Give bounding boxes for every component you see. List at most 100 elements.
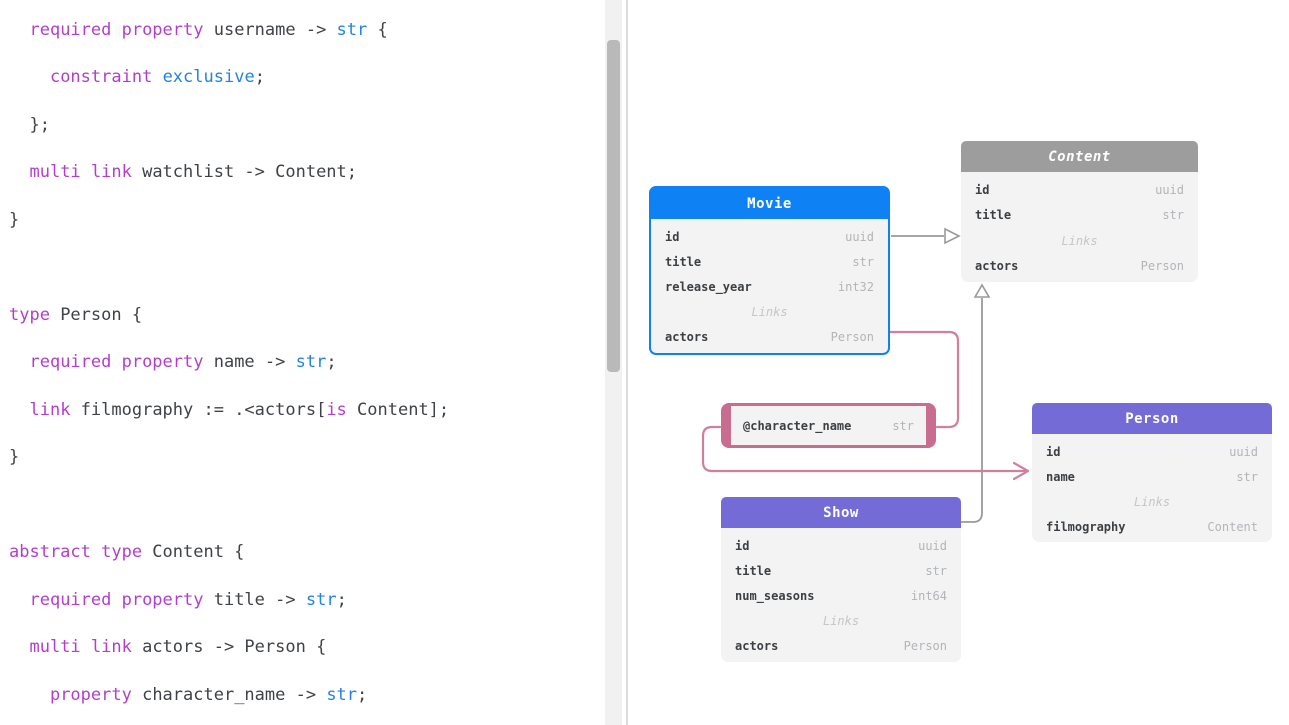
property-name: actors xyxy=(975,259,1019,274)
property-type: Person xyxy=(903,639,947,654)
code-type: str xyxy=(295,352,327,373)
code-text xyxy=(9,67,50,87)
annotation-box-character-name[interactable]: @character_name str xyxy=(721,403,936,448)
property-name: release_year xyxy=(665,280,752,294)
property-row: id uuid xyxy=(721,533,961,558)
property-type: Person xyxy=(830,330,874,345)
annotation-property-name: @character_name xyxy=(743,418,852,433)
code-text xyxy=(9,352,29,372)
code-line: multi link watchlist -> Content; xyxy=(0,149,605,197)
code-text: } xyxy=(9,447,20,468)
code-line: constraint exclusive; xyxy=(0,54,605,102)
property-name: title xyxy=(665,254,702,269)
annotation-property-type: str xyxy=(892,418,914,433)
code-text: } xyxy=(9,209,20,230)
code-keyword: type xyxy=(9,304,50,325)
code-text xyxy=(9,590,29,610)
property-row: title str xyxy=(961,203,1198,229)
property-type: str xyxy=(1162,208,1184,223)
code-type: exclusive xyxy=(162,67,255,88)
code-text: name -> xyxy=(203,352,296,373)
property-type: int64 xyxy=(910,589,947,603)
property-row: title str xyxy=(651,249,888,274)
property-type: str xyxy=(1236,469,1258,484)
code-keyword: constraint xyxy=(49,67,153,88)
code-text: { xyxy=(367,19,388,40)
code-text: watchlist -> Content; xyxy=(131,162,358,183)
property-type: int32 xyxy=(837,280,874,294)
code-line xyxy=(0,244,605,292)
property-type: uuid xyxy=(845,229,874,244)
code-line: type Person { xyxy=(0,291,605,339)
property-name: title xyxy=(975,208,1012,223)
code-line xyxy=(0,481,605,529)
property-name: actors xyxy=(735,639,779,654)
property-type: uuid xyxy=(1229,444,1258,459)
code-text: ; xyxy=(336,589,347,610)
code-text: Content]; xyxy=(346,399,450,420)
code-keyword: multi link xyxy=(29,162,132,183)
code-text: ; xyxy=(357,684,368,705)
code-type: str xyxy=(305,589,337,610)
code-type: str xyxy=(326,684,358,705)
entity-title-content: Content xyxy=(961,141,1198,172)
property-type: str xyxy=(852,254,874,269)
code-editor-pane[interactable]: required property username -> str { cons… xyxy=(0,0,605,725)
code-text xyxy=(9,20,29,40)
property-name: num_seasons xyxy=(735,589,815,603)
code-text: character_name -> xyxy=(131,684,327,705)
code-line: }; xyxy=(0,101,605,149)
links-section-row: Links xyxy=(1032,489,1272,514)
code-keyword: multi link xyxy=(29,637,132,658)
links-section-label: Links xyxy=(1133,494,1171,509)
vertical-scrollbar[interactable] xyxy=(605,0,622,725)
links-section-label: Links xyxy=(751,305,788,320)
code-text: title -> xyxy=(203,589,306,610)
code-keyword: abstract type xyxy=(9,542,143,563)
property-name: id xyxy=(1046,444,1061,459)
code-text xyxy=(9,685,50,705)
property-name: actors xyxy=(665,330,709,345)
entity-title-movie: Movie xyxy=(651,188,888,219)
code-line: required property name -> str; xyxy=(0,339,605,387)
code-text xyxy=(9,400,29,420)
code-line: } xyxy=(0,434,605,482)
scrollbar-thumb[interactable] xyxy=(607,40,620,372)
property-row: id uuid xyxy=(1032,439,1272,464)
code-keyword: is xyxy=(326,399,347,420)
code-text xyxy=(9,162,29,182)
code-text xyxy=(152,67,162,87)
property-type: uuid xyxy=(918,538,947,553)
code-text: Person { xyxy=(49,304,143,325)
property-row: name str xyxy=(1032,464,1272,489)
code-type: str xyxy=(336,19,368,40)
code-text: ; xyxy=(326,352,337,373)
pane-divider[interactable] xyxy=(626,0,628,725)
code-line: property character_name -> str; xyxy=(0,671,605,719)
property-name: id xyxy=(735,538,750,553)
code-line: abstract type Content { xyxy=(0,529,605,577)
entity-title-show: Show xyxy=(721,497,961,528)
property-row: num_seasons int64 xyxy=(721,583,961,608)
code-line: multi link actors -> Person { xyxy=(0,624,605,672)
code-text: actors -> Person { xyxy=(131,637,327,658)
code-text: ; xyxy=(254,67,265,88)
links-section-row: Links xyxy=(961,228,1198,254)
property-name: name xyxy=(1046,469,1075,484)
code-line: required property username -> str { xyxy=(0,6,605,54)
entity-title-person: Person xyxy=(1032,403,1272,434)
code-text: filmography := .<actors[ xyxy=(70,399,327,420)
property-type: uuid xyxy=(1155,182,1184,197)
code-line: required property title -> str; xyxy=(0,576,605,624)
